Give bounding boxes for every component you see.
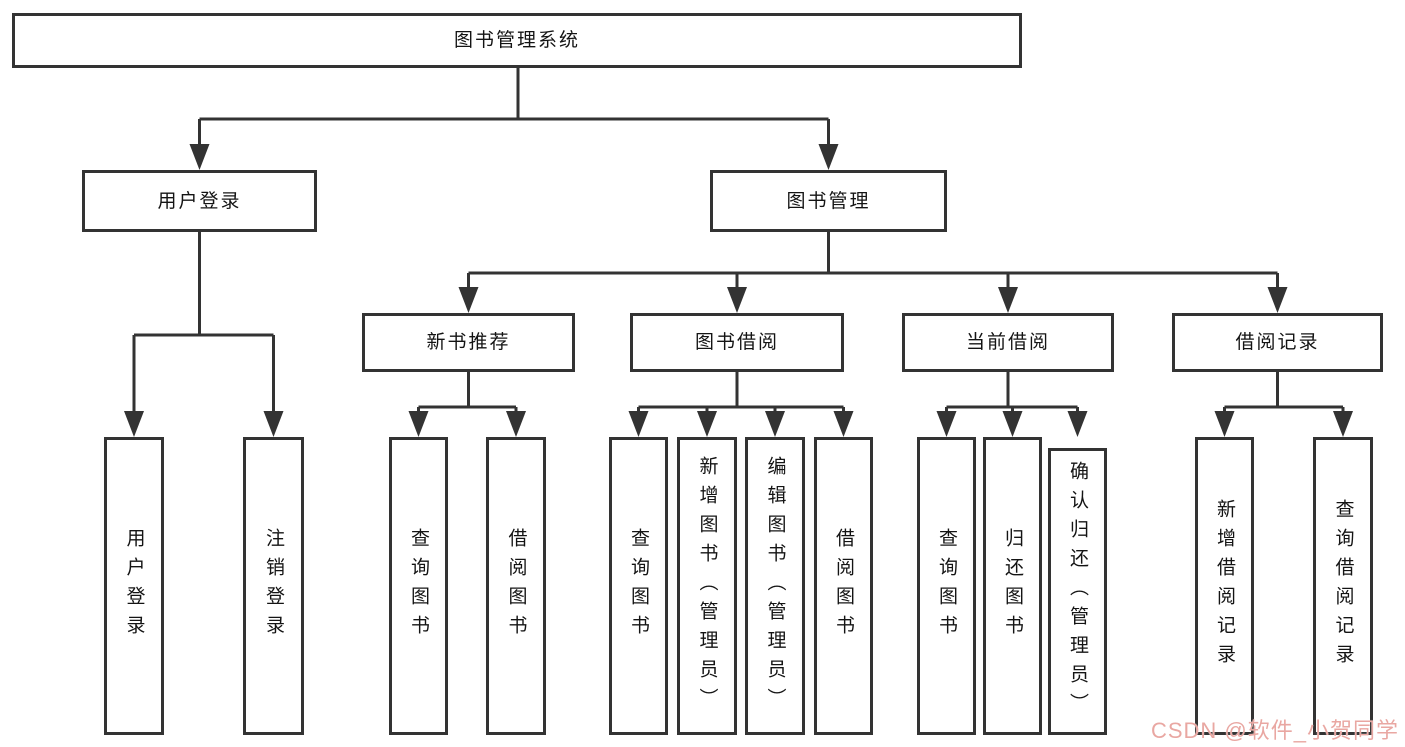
leaf-cb-return-book: 归还图书 [983,437,1042,735]
node-borrow-record: 借阅记录 [1172,313,1383,372]
leaf-logout-label: 注销登录 [263,528,284,644]
leaf-user-login-label: 用户登录 [123,528,145,644]
leaf-bb-edit-book-admin-label: 编辑图书（管理员） [764,455,786,717]
node-book-management: 图书管理 [710,170,947,232]
leaf-br-query-record-label: 查询借阅记录 [1332,499,1354,673]
leaf-bb-query-book-label: 查询图书 [628,528,649,644]
leaf-cb-query-book-label: 查询图书 [936,528,957,644]
node-book-borrow: 图书借阅 [630,313,844,372]
leaf-bb-query-book: 查询图书 [609,437,668,735]
node-new-book-recommend-label: 新书推荐 [426,332,511,353]
node-root-label: 图书管理系统 [453,30,580,51]
leaf-br-add-record-label: 新增借阅记录 [1214,499,1235,673]
leaf-logout: 注销登录 [243,437,304,735]
connector-arrowheads [124,144,1353,437]
leaf-nb-borrow-book: 借阅图书 [486,437,546,735]
node-current-borrow-label: 当前借阅 [965,332,1050,353]
leaf-nb-query-book: 查询图书 [389,437,448,735]
leaf-cb-confirm-return-admin: 确认归还（管理员） [1048,448,1107,735]
node-book-borrow-label: 图书借阅 [694,332,779,353]
node-root: 图书管理系统 [12,13,1022,68]
leaf-bb-borrow-book: 借阅图书 [814,437,873,735]
leaf-nb-query-book-label: 查询图书 [408,528,429,644]
leaf-br-query-record: 查询借阅记录 [1313,437,1373,735]
node-user-login-label: 用户登录 [157,190,242,212]
connector-shafts [132,68,1345,415]
watermark-text: CSDN @软件_小贺同学 [1150,718,1399,743]
leaf-cb-confirm-return-admin-label: 确认归还（管理员） [1067,461,1088,722]
leaf-bb-edit-book-admin: 编辑图书（管理员） [745,437,805,735]
leaf-bb-add-book-admin-label: 新增图书（管理员） [696,455,718,717]
node-user-login: 用户登录 [82,170,317,232]
leaf-cb-return-book-label: 归还图书 [1002,528,1023,644]
node-book-management-label: 图书管理 [786,190,871,212]
leaf-nb-borrow-book-label: 借阅图书 [505,528,527,644]
leaf-user-login: 用户登录 [104,437,164,735]
node-current-borrow: 当前借阅 [902,313,1114,372]
leaf-br-add-record: 新增借阅记录 [1195,437,1254,735]
node-new-book-recommend: 新书推荐 [362,313,575,372]
leaf-bb-borrow-book-label: 借阅图书 [833,528,854,644]
leaf-bb-add-book-admin: 新增图书（管理员） [677,437,737,735]
leaf-cb-query-book: 查询图书 [917,437,976,735]
node-borrow-record-label: 借阅记录 [1235,332,1320,353]
